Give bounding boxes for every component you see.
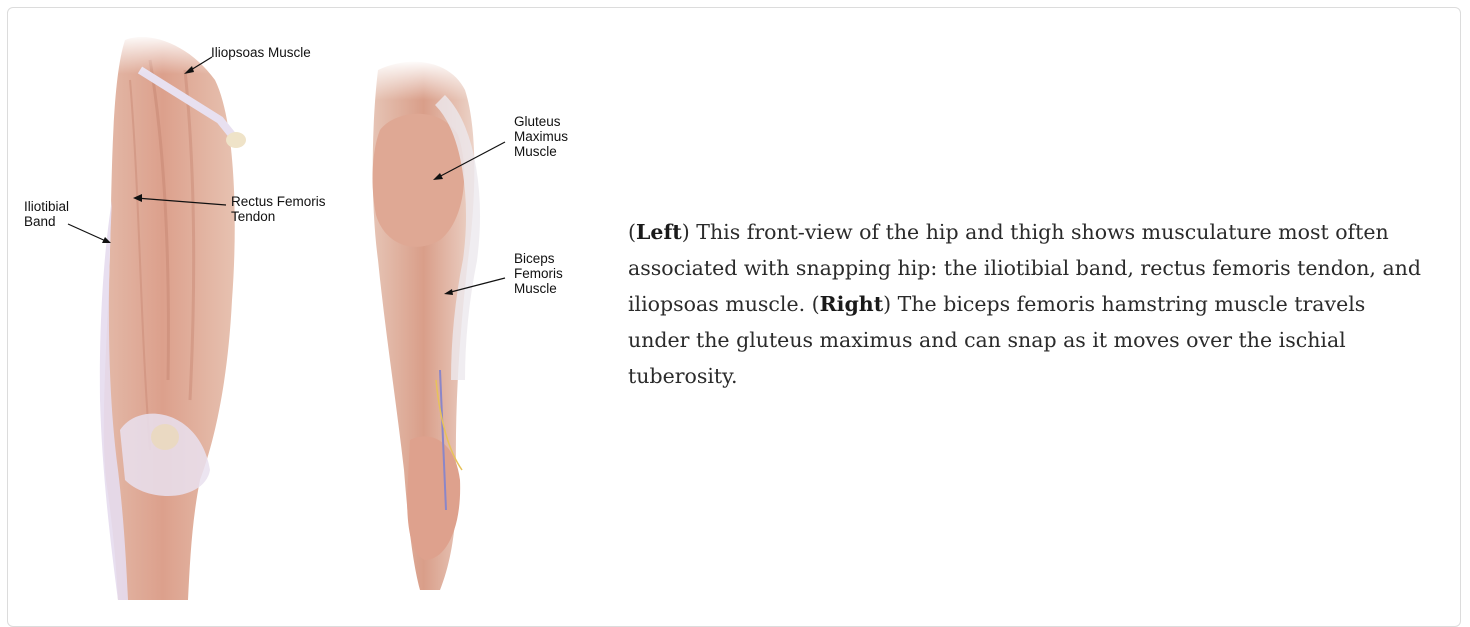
figure-caption: (Left) This front-view of the hip and th… bbox=[628, 214, 1428, 394]
label-rectus-line2: Tendon bbox=[231, 209, 275, 224]
label-gluteus-line1: Gluteus bbox=[514, 114, 561, 129]
label-biceps-line1: Biceps bbox=[514, 251, 555, 266]
label-biceps-line3: Muscle bbox=[514, 281, 557, 296]
caption-right-keyword: Right bbox=[820, 292, 884, 316]
front-view-thigh bbox=[100, 34, 250, 600]
label-iliotibial-line1: Iliotibial bbox=[24, 199, 69, 214]
back-view-thigh bbox=[370, 60, 480, 590]
caption-open-paren: ( bbox=[628, 220, 636, 244]
label-iliotibial-line2: Band bbox=[24, 214, 56, 229]
anatomy-illustration: Iliopsoas Muscle Iliotibial Band Rectus … bbox=[0, 0, 620, 620]
caption-left-keyword: Left bbox=[636, 220, 682, 244]
iliotibial-pointer bbox=[68, 224, 108, 242]
label-rectus-line1: Rectus Femoris bbox=[231, 194, 326, 209]
label-gluteus-line2: Maximus bbox=[514, 129, 568, 144]
label-gluteus-line3: Muscle bbox=[514, 144, 557, 159]
label-iliopsoas: Iliopsoas Muscle bbox=[211, 45, 311, 60]
label-biceps-line2: Femoris bbox=[514, 266, 563, 281]
